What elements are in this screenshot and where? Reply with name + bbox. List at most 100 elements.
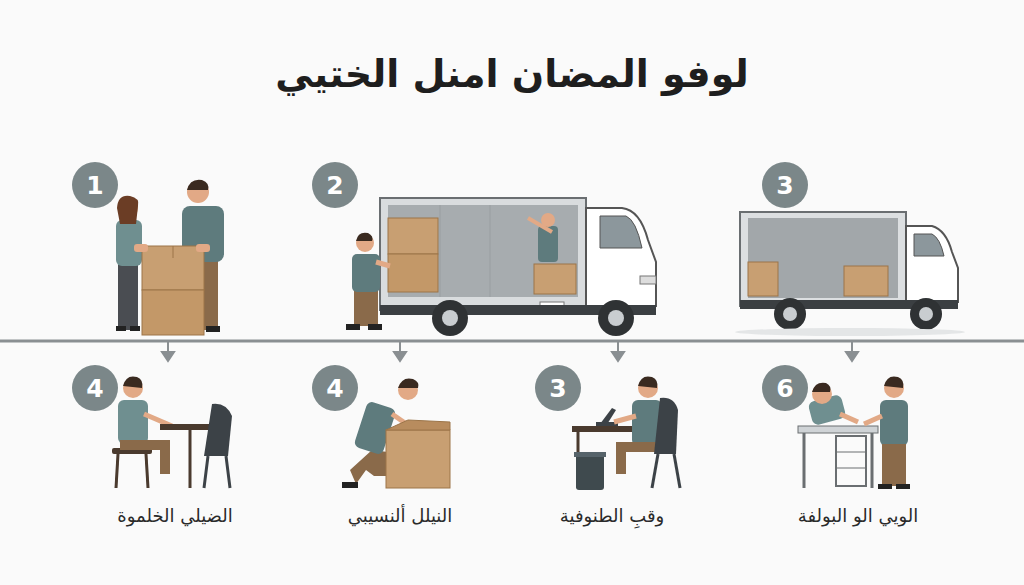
loading-truck-part xyxy=(376,262,390,266)
person-at-table-part xyxy=(189,430,192,488)
loading-truck-part xyxy=(440,205,441,297)
loading-truck-part xyxy=(528,218,552,232)
person-at-table-part xyxy=(120,440,170,474)
step-caption: الويي الو البولفة xyxy=(798,505,918,526)
loading-truck-part xyxy=(354,288,378,326)
step-caption: وقبِ الطنوفية xyxy=(560,505,664,526)
people-packing-part xyxy=(187,180,208,190)
person-with-box-part xyxy=(386,430,450,488)
step-caption: الضيلي الخلموة xyxy=(117,505,232,526)
loading-truck-part xyxy=(388,254,438,292)
person-at-laptop-part xyxy=(614,416,636,422)
step-number: 4 xyxy=(326,376,343,401)
people-at-table-part xyxy=(884,376,903,388)
truck xyxy=(735,212,965,336)
loading-truck-part xyxy=(388,218,438,254)
person-at-laptop-part xyxy=(638,376,657,388)
people-packing-part xyxy=(130,326,140,331)
person-at-table xyxy=(112,376,232,488)
step-number-circle: 2 xyxy=(312,162,358,208)
step-number-circle: 1 xyxy=(72,162,118,208)
loading-truck-part xyxy=(346,324,360,330)
loading-truck-part xyxy=(598,300,634,336)
people-at-table-part xyxy=(812,383,831,392)
person-with-box-part xyxy=(386,420,450,430)
truck-part xyxy=(906,226,958,302)
person-at-table-part xyxy=(118,400,148,444)
timeline xyxy=(0,341,1024,361)
loading-truck-part xyxy=(608,310,624,326)
person-at-table-part xyxy=(116,454,118,488)
timeline-part-part xyxy=(617,342,619,352)
person-at-laptop-part xyxy=(654,398,678,454)
timeline-part xyxy=(0,340,1024,343)
people-at-table-part xyxy=(878,484,892,489)
loading-truck-part xyxy=(586,208,656,306)
people-packing-part xyxy=(117,196,138,224)
people-packing-part xyxy=(118,262,138,330)
person-at-table-part xyxy=(146,454,148,488)
person-with-box-part xyxy=(342,482,358,488)
people-packing-part xyxy=(196,244,210,252)
people-at-table-part xyxy=(840,414,858,422)
person-at-laptop-part xyxy=(652,454,658,488)
person-at-table-part xyxy=(204,456,208,488)
timeline-part-part xyxy=(846,352,858,361)
loading-truck-part xyxy=(442,310,458,326)
people-packing-part xyxy=(173,246,174,258)
people-packing-part xyxy=(142,246,204,290)
people-at-table-part xyxy=(836,468,866,469)
person-at-laptop-part xyxy=(576,454,604,490)
people-at-table-part xyxy=(880,400,908,446)
people-packing-part xyxy=(134,244,148,252)
timeline-part-part xyxy=(399,342,401,352)
people-at-table-part xyxy=(798,426,878,433)
step-number: 3 xyxy=(776,173,793,198)
step-number: 4 xyxy=(86,376,103,401)
person-at-laptop-part xyxy=(574,452,606,457)
step-number-circle: 4 xyxy=(312,365,358,411)
loading-truck-part xyxy=(352,254,380,292)
people-at-table-part xyxy=(882,444,906,486)
loading-truck-part xyxy=(368,324,382,330)
loading-truck-part xyxy=(534,264,576,294)
step-number-circle: 6 xyxy=(762,365,808,411)
timeline-part-part xyxy=(162,352,174,361)
people-packing-part xyxy=(142,290,204,335)
truck-part xyxy=(910,298,942,330)
person-at-laptop xyxy=(572,376,680,490)
truck-part xyxy=(844,266,888,296)
truck-part xyxy=(774,298,806,330)
loading-truck-part xyxy=(380,198,586,310)
truck-part xyxy=(919,307,933,321)
truck-part xyxy=(735,328,965,336)
truck-part xyxy=(748,262,778,296)
truck-part xyxy=(740,212,906,306)
people-at-table-part xyxy=(836,452,866,453)
step-number-circle: 3 xyxy=(762,162,808,208)
timeline-part xyxy=(162,342,858,361)
timeline-part-part xyxy=(851,342,853,352)
step-number: 2 xyxy=(326,173,343,198)
loading-truck-part xyxy=(356,233,373,241)
people-packing-part xyxy=(206,326,220,332)
truck-part xyxy=(914,234,944,256)
person-with-box-part xyxy=(350,450,388,484)
step-number-circle: 4 xyxy=(72,365,118,411)
person-at-table-part xyxy=(226,456,230,488)
loading-truck-part xyxy=(600,216,642,248)
people-packing xyxy=(116,180,224,335)
truck-part xyxy=(783,307,797,321)
people-at-table-part xyxy=(871,433,874,488)
timeline-part-part xyxy=(394,352,406,361)
timeline-part-part xyxy=(167,342,169,352)
people-at-table-part xyxy=(836,436,866,486)
person-with-box-part xyxy=(398,378,418,388)
loading-truck-part xyxy=(490,205,491,297)
loading-truck xyxy=(346,198,656,336)
truck-part xyxy=(748,218,898,298)
step-caption: النيلل ألنسيبي xyxy=(348,505,453,526)
loading-truck-part xyxy=(640,276,656,284)
timeline-part-part xyxy=(612,352,624,361)
people-at-table-part xyxy=(896,484,910,489)
